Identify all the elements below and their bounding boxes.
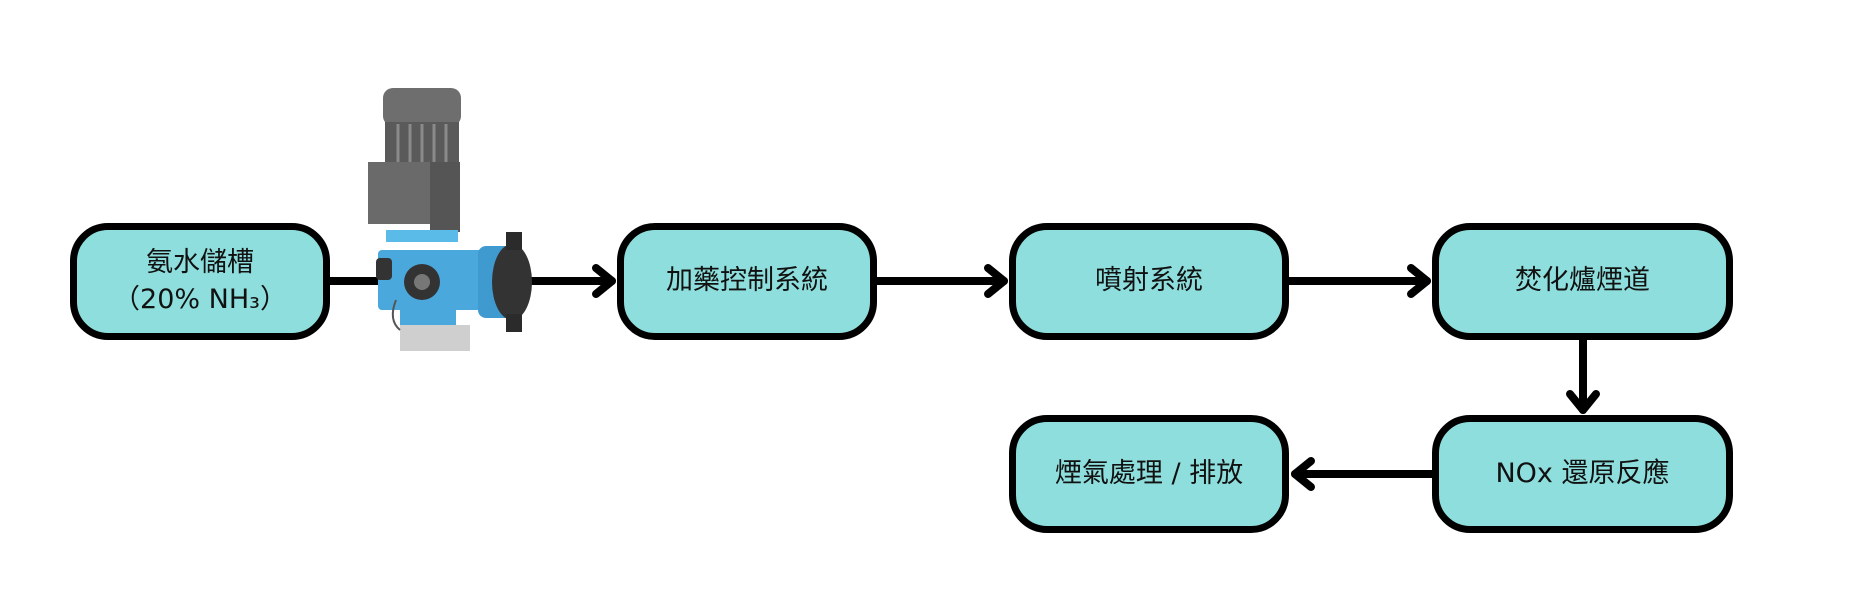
node-injection-system: 噴射系統 — [1009, 223, 1289, 340]
node-label: 焚化爐煙道 — [1515, 265, 1650, 297]
node-label: 煙氣處理 / 排放 — [1054, 457, 1244, 489]
arrow-head — [984, 264, 1008, 298]
node-label: 噴射系統 — [1095, 265, 1203, 297]
arrow-head — [592, 264, 616, 298]
node-sublabel: （20% NH₃） — [113, 283, 287, 315]
node-ammonia-tank: 氨水儲槽 （20% NH₃） — [70, 223, 330, 340]
node-exhaust-treatment: 煙氣處理 / 排放 — [1009, 415, 1289, 533]
node-nox-reduction: NOx 還原反應 — [1432, 415, 1733, 533]
node-label: 氨水儲槽 — [146, 247, 254, 279]
arrow-head — [1291, 457, 1315, 491]
node-label: 加藥控制系統 — [666, 265, 828, 297]
arrow-head — [1407, 264, 1431, 298]
node-label: NOx 還原反應 — [1495, 457, 1670, 489]
node-furnace-flue: 焚化爐煙道 — [1432, 223, 1733, 340]
arrow-head — [1566, 390, 1600, 414]
dosing-pump-icon — [368, 88, 532, 351]
node-dosing-control: 加藥控制系統 — [617, 223, 877, 340]
